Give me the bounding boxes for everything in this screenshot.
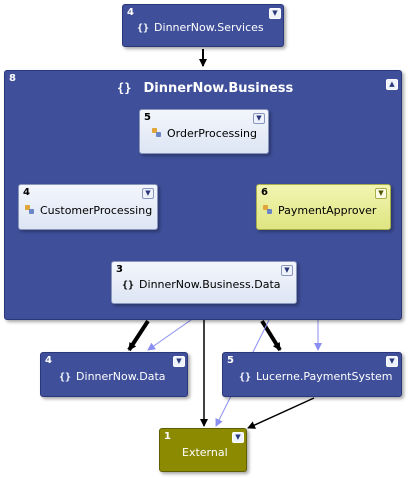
node-name: CustomerProcessing: [40, 204, 153, 217]
chevron-down-icon[interactable]: ▼: [173, 356, 185, 367]
node-count: 8: [9, 73, 16, 84]
node-order-processing[interactable]: 5 OrderProcessing ▼: [139, 109, 269, 154]
node-lucerne-paymentsystem[interactable]: 5 {} Lucerne.PaymentSystem ▼: [222, 352, 402, 397]
node-name: External: [182, 446, 228, 459]
edge-bizdata-data: [127, 319, 150, 352]
node-label: CustomerProcessing: [25, 204, 152, 217]
node-label: {} DinnerNow.Business.Data: [122, 278, 281, 291]
chevron-down-icon[interactable]: ▼: [281, 265, 293, 276]
node-payment-approver[interactable]: 6 PaymentApprover ▼: [256, 184, 391, 230]
namespace-icon: {}: [122, 280, 135, 291]
node-count: 6: [261, 187, 268, 198]
node-dinnernow-services[interactable]: 4 {} DinnerNow.Services ▼: [122, 4, 284, 47]
node-name: PaymentApprover: [278, 204, 377, 217]
node-label: PaymentApprover: [263, 204, 376, 217]
node-name: Lucerne.PaymentSystem: [256, 370, 393, 383]
group-name: DinnerNow.Business: [143, 81, 294, 96]
chevron-down-icon[interactable]: ▼: [375, 188, 387, 199]
node-count: 4: [23, 187, 30, 198]
node-count: 4: [45, 355, 52, 366]
node-dinnernow-data[interactable]: 4 {} DinnerNow.Data ▼: [40, 352, 188, 397]
class-icon: [263, 205, 273, 215]
namespace-icon: {}: [239, 372, 252, 383]
node-customer-processing[interactable]: 4 CustomerProcessing ▼: [18, 184, 158, 230]
node-label: {} DinnerNow.Data: [59, 370, 166, 383]
namespace-icon: {}: [59, 372, 72, 383]
node-external[interactable]: 1 External ▼: [159, 428, 247, 472]
chevron-down-icon[interactable]: ▼: [386, 356, 398, 367]
chevron-down-icon[interactable]: ▼: [253, 113, 265, 124]
namespace-icon: {}: [117, 81, 132, 95]
group-label: {} DinnerNow.Business: [117, 81, 293, 96]
chevron-up-icon[interactable]: ▲: [386, 79, 398, 90]
node-label: OrderProcessing: [152, 127, 257, 140]
node-count: 3: [116, 264, 123, 275]
chevron-down-icon[interactable]: ▼: [269, 8, 281, 19]
edge-lucerne-external: [247, 397, 315, 429]
node-count: 5: [144, 112, 151, 123]
class-icon: [25, 205, 35, 215]
class-icon: [152, 128, 162, 138]
node-label: {} DinnerNow.Services: [137, 21, 264, 34]
edge-bizdata-lucerne: [260, 319, 282, 352]
node-count: 4: [127, 7, 134, 18]
node-name: OrderProcessing: [167, 127, 257, 140]
node-dinnernow-business-data[interactable]: 3 {} DinnerNow.Business.Data ▼: [111, 261, 297, 304]
node-name: DinnerNow.Services: [154, 21, 264, 34]
node-name: DinnerNow.Data: [76, 370, 166, 383]
node-label: {} Lucerne.PaymentSystem: [239, 370, 393, 383]
chevron-down-icon[interactable]: ▼: [232, 432, 244, 443]
chevron-down-icon[interactable]: ▼: [142, 188, 154, 199]
namespace-icon: {}: [137, 23, 150, 34]
node-count: 1: [164, 431, 171, 442]
node-count: 5: [227, 355, 234, 366]
node-name: DinnerNow.Business.Data: [139, 278, 281, 291]
